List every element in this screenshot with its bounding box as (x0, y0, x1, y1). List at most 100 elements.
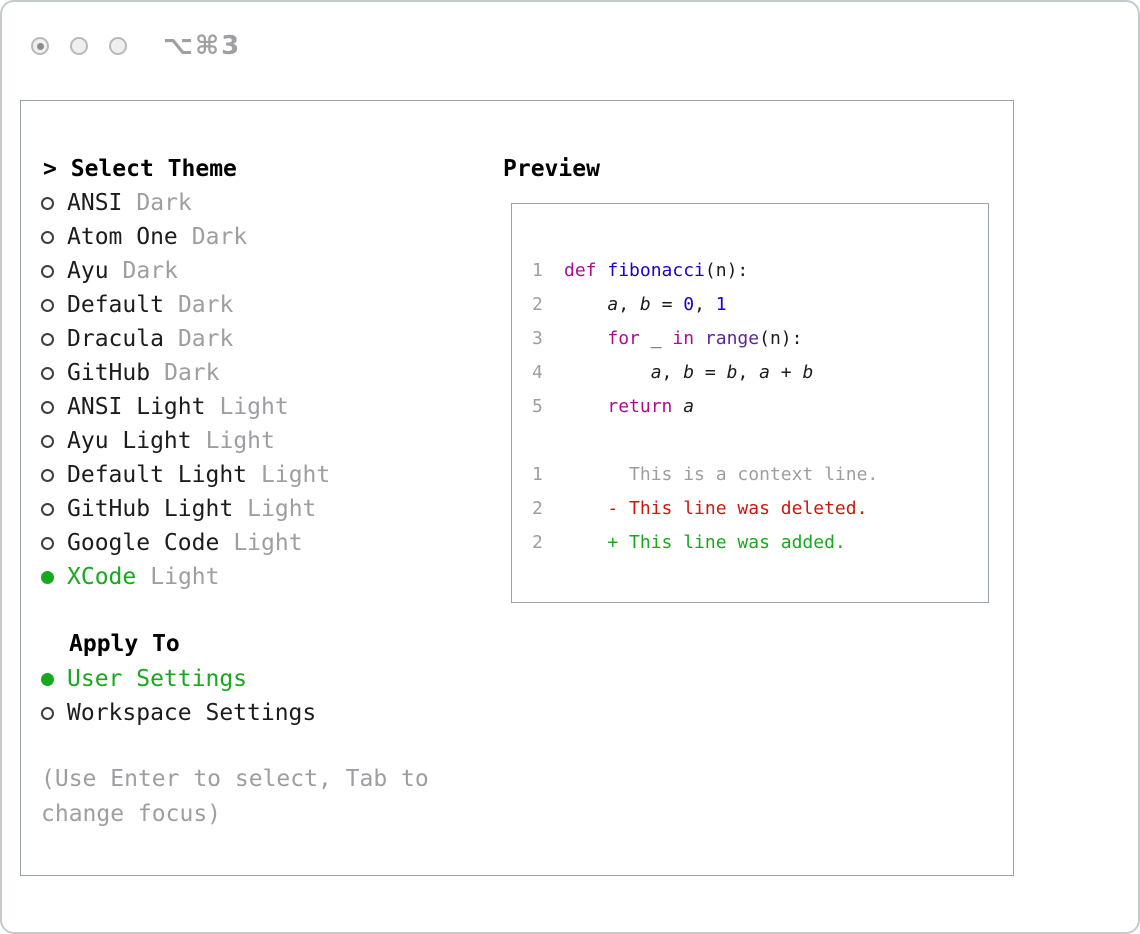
code-token-keyword: return (607, 396, 673, 417)
theme-variant: Dark (164, 360, 220, 386)
code-token-var: a (759, 362, 770, 383)
apply-option-label: User Settings (67, 666, 248, 692)
theme-option-atom-one-dark[interactable]: Atom One Dark (41, 220, 330, 254)
theme-option-ayu-light-light[interactable]: Ayu Light Light (41, 424, 330, 458)
code-line: 4 a, b = b, a + b (532, 356, 988, 390)
theme-name: Google Code (67, 530, 220, 556)
theme-variant: Light (247, 496, 317, 522)
theme-variant: Dark (191, 224, 248, 250)
code-content: + This line was added. (564, 526, 845, 560)
theme-option-xcode-light[interactable]: XCode Light (41, 560, 330, 594)
radio-unselected-icon (41, 468, 54, 482)
traffic-light-minimize-icon[interactable] (70, 37, 88, 55)
theme-variant: Light (219, 394, 289, 420)
code-content: a, b = b, a + b (564, 356, 814, 390)
code-content: This is a context line. (564, 458, 878, 492)
theme-variant: Light (261, 462, 331, 488)
code-line (532, 424, 988, 458)
traffic-light-zoom-icon[interactable] (109, 37, 127, 55)
theme-variant: Light (205, 428, 275, 454)
code-token-var: a (607, 294, 619, 315)
radio-unselected-icon (41, 264, 54, 278)
code-token-plain: , (694, 294, 716, 315)
code-token-number: 1 (715, 294, 727, 315)
traffic-light-dot-icon (36, 42, 44, 50)
radio-unselected-icon (41, 298, 54, 312)
radio-unselected-icon (41, 230, 54, 244)
apply-option-workspace-settings[interactable]: Workspace Settings (41, 696, 316, 730)
select-theme-title: Select Theme (70, 156, 237, 182)
radio-unselected-icon (41, 366, 54, 380)
traffic-light-close-icon[interactable] (31, 37, 49, 55)
theme-name: XCode (67, 564, 137, 590)
line-number: 1 (532, 260, 543, 281)
code-content: def fibonacci(n): (564, 254, 748, 288)
radio-unselected-icon (41, 332, 54, 346)
code-line: 3 for _ in range(n): (532, 322, 988, 356)
cursor-prefix: > (43, 156, 57, 182)
theme-name: GitHub (67, 360, 151, 386)
radio-unselected-icon (41, 434, 54, 448)
line-number: 1 (532, 464, 543, 485)
apply-to-header: Apply To (69, 631, 180, 657)
theme-option-ansi-light-light[interactable]: ANSI Light Light (41, 390, 330, 424)
code-token-plain: (n): (759, 328, 803, 349)
code-token-plain (564, 294, 607, 315)
code-token-var: b (802, 362, 814, 383)
line-number: 5 (532, 396, 543, 417)
code-token-plain (694, 328, 705, 349)
theme-variant: Light (150, 564, 220, 590)
code-token-var: b (639, 294, 651, 315)
window-shortcut-label: ⌥⌘3 (163, 31, 242, 61)
code-token-plain: (n): (704, 260, 749, 281)
theme-variant: Dark (122, 258, 178, 284)
line-number: 2 (532, 498, 543, 519)
code-token-var: a (650, 362, 662, 383)
theme-option-default-dark[interactable]: Default Dark (41, 288, 330, 322)
theme-name: Ayu Light (67, 428, 192, 454)
theme-variant: Dark (177, 292, 234, 318)
code-token-plain (564, 328, 607, 349)
theme-name: Default (67, 292, 164, 318)
theme-name: GitHub Light (67, 496, 234, 522)
radio-unselected-icon (41, 400, 54, 414)
preview-header: Preview (503, 156, 600, 182)
code-token-keyword: for (607, 328, 640, 349)
apply-option-label: Workspace Settings (67, 700, 317, 726)
code-content: - This line was deleted. (564, 492, 867, 526)
code-line: 5 return a (532, 390, 988, 424)
code-line: 2 + This line was added. (532, 526, 988, 560)
theme-name: ANSI Light (67, 394, 206, 420)
keyboard-hint: (Use Enter to select, Tab to change focu… (41, 766, 429, 827)
code-token-plain (564, 362, 651, 383)
apply-option-user-settings[interactable]: User Settings (41, 662, 316, 696)
code-token-plain (564, 396, 607, 417)
radio-unselected-icon (41, 706, 54, 720)
code-token-keyword: def (564, 260, 608, 281)
code-token-builtin: range (704, 328, 760, 349)
theme-option-github-light-light[interactable]: GitHub Light Light (41, 492, 330, 526)
code-token-var: b (726, 362, 738, 383)
code-token-plain: _ (639, 328, 673, 349)
code-token-plain: + (769, 362, 803, 383)
theme-name: Atom One (67, 224, 178, 250)
theme-variant: Dark (177, 326, 234, 352)
select-theme-header: > Select Theme (43, 152, 237, 186)
theme-option-github-dark[interactable]: GitHub Dark (41, 356, 330, 390)
code-token-keyword: in (672, 328, 695, 349)
radio-unselected-icon (41, 196, 54, 210)
theme-variant: Dark (136, 190, 192, 216)
code-token-plain: , (661, 362, 684, 383)
line-number (532, 424, 564, 458)
code-line: 2 - This line was deleted. (532, 492, 988, 526)
